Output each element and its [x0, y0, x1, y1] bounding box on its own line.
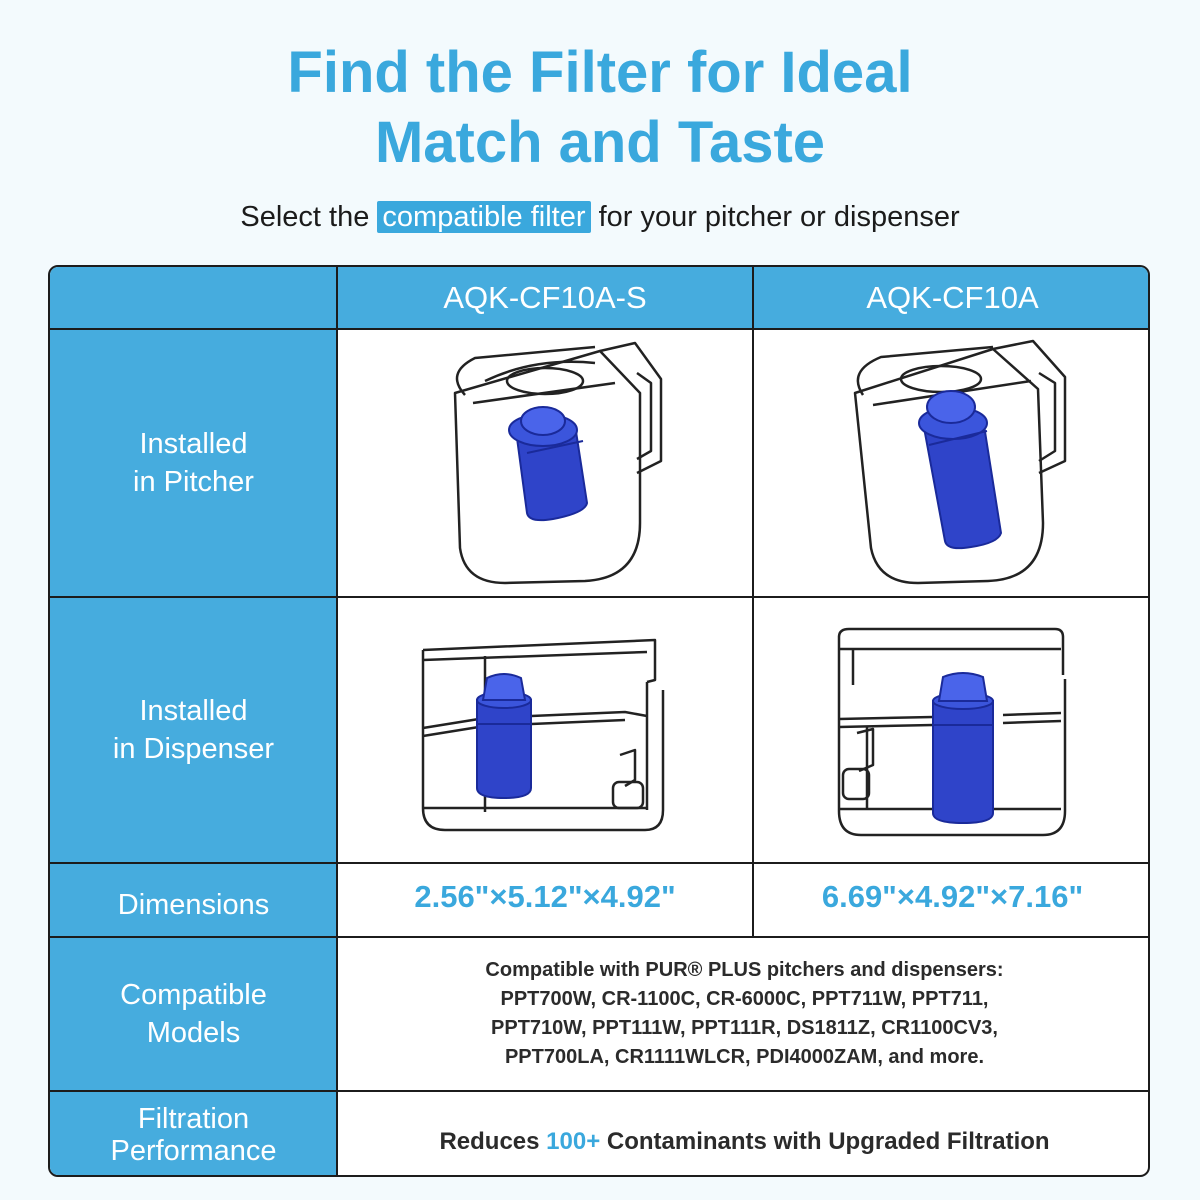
perf-before: Reduces [439, 1128, 540, 1155]
subtitle-after: for your pitcher or dispenser [598, 201, 960, 233]
row-label-compatible-line1: Compatible [120, 979, 267, 1011]
row-label-compatible-line2: Models [146, 1017, 241, 1049]
grid-line-horizontal-2 [50, 596, 1148, 598]
row-label-dispenser-line1: Installed [139, 695, 248, 727]
perf-after: Contaminants with Upgraded Filtration [606, 1128, 1050, 1155]
grid-line-horizontal-1 [50, 328, 1148, 330]
subtitle: Select the compatible filter for your pi… [0, 196, 1200, 238]
row-label-pitcher-line2: in Pitcher [133, 466, 254, 498]
title-line-1: Find the Filter for Ideal [287, 40, 913, 105]
filtration-performance-text: Reduces 100+ Contaminants with Upgraded … [337, 1091, 1148, 1175]
dispenser-illustration-cf10a-s [337, 597, 753, 863]
row-label-performance-line1: Filtration [137, 1103, 250, 1135]
pitcher-illustration-cf10a [753, 329, 1148, 597]
row-label-pitcher: Installed in Pitcher [50, 329, 337, 597]
grid-line-vertical-2 [752, 267, 754, 937]
models-line-2: PPT700W, CR-1100C, CR-6000C, PPT711W, PP… [500, 988, 989, 1010]
dimensions-cf10a-s: 2.56"×5.12"×4.92" [414, 879, 676, 914]
models-line-1: Compatible with PUR® PLUS pitchers and d… [485, 959, 1004, 981]
grid-line-horizontal-3 [50, 862, 1148, 864]
row-label-dimensions: Dimensions [50, 863, 337, 937]
models-line-3: PPT710W, PPT111W, PPT111R, DS1811Z, CR11… [491, 1017, 998, 1039]
row-label-pitcher-line1: Installed [139, 428, 248, 460]
subtitle-before: Select the [240, 201, 370, 233]
row-label-dispenser-line2: in Dispenser [112, 733, 275, 765]
grid-line-horizontal-4 [50, 936, 1148, 938]
page-title: Find the Filter for Ideal Match and Tast… [0, 38, 1200, 178]
row-label-dispenser: Installed in Dispenser [50, 597, 337, 863]
title-line-2: Match and Taste [374, 110, 826, 175]
pitcher-with-filter-icon [853, 339, 1066, 585]
dispenser-illustration-cf10a [753, 597, 1148, 863]
models-line-4: PPT700LA, CR1111WLCR, PDI4000ZAM, and mo… [504, 1046, 985, 1068]
row-label-filtration-performance: Filtration Performance [50, 1091, 337, 1175]
column-header-aqk-cf10a-s: AQK-CF10A-S [337, 267, 753, 329]
comparison-table: AQK-CF10A-S AQK-CF10A Installed in Pitch… [48, 265, 1150, 1177]
grid-line-horizontal-5 [50, 1090, 1148, 1092]
compatible-models-text: Compatible with PUR® PLUS pitchers and d… [337, 937, 1148, 1091]
row-label-performance-line2: Performance [110, 1135, 277, 1167]
perf-accent: 100+ [546, 1128, 601, 1155]
header-corner-cell [50, 267, 337, 329]
grid-line-vertical-1 [336, 267, 338, 1175]
dispenser-with-filter-icon [421, 638, 665, 832]
pitcher-illustration-cf10a-s [337, 329, 753, 597]
pitcher-with-filter-icon [453, 341, 663, 585]
dimensions-cf10a: 6.69"×4.92"×7.16" [821, 879, 1084, 914]
dispenser-with-filter-icon [837, 627, 1066, 837]
row-label-compatible-models: Compatible Models [50, 937, 337, 1091]
column-header-aqk-cf10a: AQK-CF10A [753, 267, 1148, 329]
subtitle-highlight: compatible filter [377, 201, 591, 233]
